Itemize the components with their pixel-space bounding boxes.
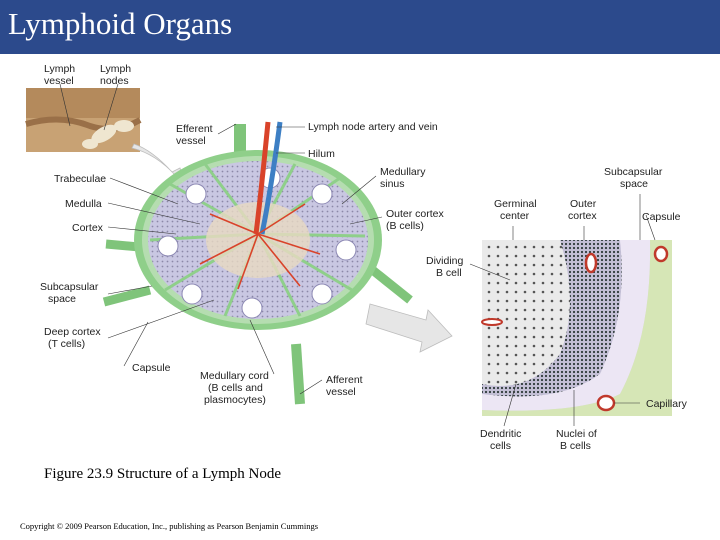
label-capillary: Capillary xyxy=(646,398,688,410)
label-deep-cortex: Deep cortex(T cells) xyxy=(44,326,101,350)
title-bar xyxy=(0,0,720,54)
label-capsule: Capsule xyxy=(132,362,171,374)
label-hilum: Hilum xyxy=(308,148,335,160)
cortex-detail-panel xyxy=(481,240,672,416)
photo-inset xyxy=(25,83,142,152)
label-cortex: Cortex xyxy=(72,222,104,234)
label-lymph-node-artery-vein: Lymph node artery and vein xyxy=(308,121,438,133)
label-trabeculae: Trabeculae xyxy=(54,173,106,185)
slide-title: Lymphoid Organs xyxy=(8,6,233,41)
copyright-notice: Copyright © 2009 Pearson Education, Inc.… xyxy=(20,521,319,531)
label-capsule-detail: Capsule xyxy=(642,211,681,223)
leader-lines xyxy=(107,123,656,427)
label-medulla: Medulla xyxy=(65,198,102,210)
figure-caption: Figure 23.9 Structure of a Lymph Node xyxy=(44,466,282,482)
lymph-node xyxy=(102,121,413,405)
label-outer-cortex: Outer cortex(B cells) xyxy=(386,208,445,232)
callout-arrow-icon xyxy=(365,303,453,353)
